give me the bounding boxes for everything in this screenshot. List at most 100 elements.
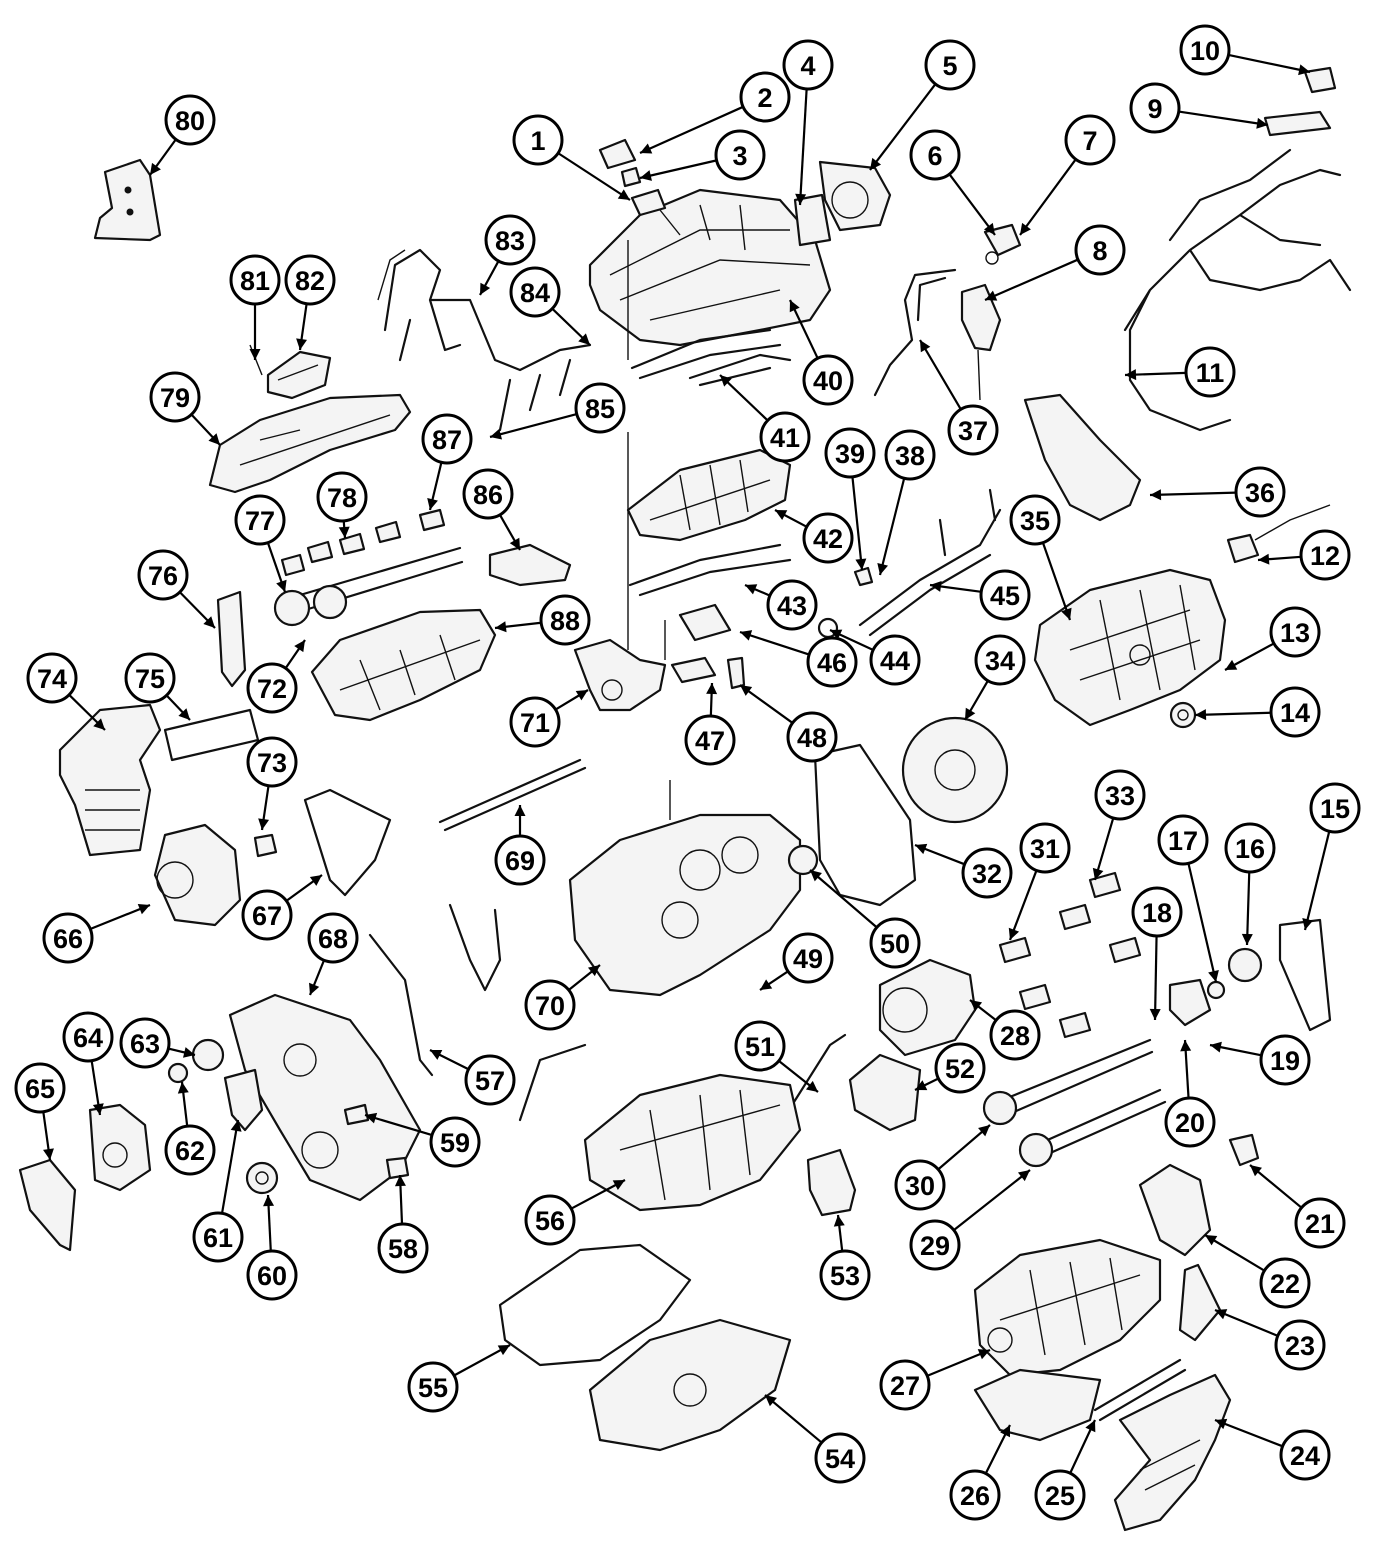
- leader-arrowhead-85: [490, 428, 503, 440]
- callout-59: 59: [429, 1116, 481, 1168]
- callout-86: 86: [462, 468, 514, 520]
- leader-arrowhead-38: [877, 562, 889, 575]
- part-fuel-rail: [858, 488, 1002, 637]
- part-throttle-gasket: [793, 193, 832, 247]
- leader-arrowhead-10: [1298, 64, 1310, 76]
- callout-circle-24: [1279, 1429, 1331, 1481]
- part-flywheel: [901, 716, 1009, 824]
- part-cylinder-head-right-lower: [973, 1238, 1162, 1377]
- part-cylinder-head-right: [1033, 568, 1227, 727]
- callout-circle-15: [1309, 782, 1361, 834]
- callout-circle-45: [979, 569, 1031, 621]
- callout-circle-60: [246, 1249, 298, 1301]
- callout-62: 62: [164, 1124, 216, 1176]
- leader-arrowhead-62: [177, 1082, 189, 1094]
- callout-5: 5: [924, 39, 976, 91]
- part-ignition-coil-pack: [266, 350, 332, 400]
- callout-55: 55: [407, 1361, 459, 1413]
- leader-arrowhead-61: [230, 1120, 242, 1132]
- callout-number-61: 61: [203, 1223, 233, 1253]
- leader-arrowhead-34: [965, 707, 976, 720]
- callout-6: 6: [909, 129, 961, 181]
- callout-circle-20: [1164, 1096, 1216, 1148]
- callout-number-54: 54: [825, 1444, 855, 1474]
- leader-arrowhead-8: [985, 290, 998, 301]
- callout-23: 23: [1274, 1319, 1326, 1371]
- leader-line-14: [1194, 711, 1272, 717]
- callout-number-75: 75: [135, 664, 165, 694]
- callout-51: 51: [734, 1020, 786, 1072]
- callout-number-37: 37: [958, 416, 988, 446]
- part-cylinder-head-left: [310, 608, 497, 722]
- leader-arrowhead-35: [1061, 607, 1072, 620]
- leader-arrowhead-70: [587, 965, 600, 977]
- callout-number-60: 60: [257, 1261, 287, 1291]
- callout-73: 73: [246, 736, 298, 788]
- callout-85: 85: [574, 382, 626, 434]
- leader-arrowhead-33: [1092, 867, 1104, 880]
- callout-number-28: 28: [1000, 1021, 1030, 1051]
- callout-number-51: 51: [745, 1032, 775, 1062]
- callout-number-65: 65: [25, 1074, 55, 1104]
- callout-number-36: 36: [1245, 478, 1275, 508]
- callout-number-86: 86: [473, 480, 503, 510]
- callout-24: 24: [1279, 1429, 1331, 1481]
- callout-circle-42: [802, 512, 854, 564]
- callout-circle-56: [524, 1194, 576, 1246]
- callout-circle-78: [316, 471, 368, 523]
- callout-41: 41: [759, 411, 811, 463]
- callout-circle-31: [1019, 822, 1071, 874]
- part-exhaust-manifold-right: [1113, 1373, 1232, 1532]
- callout-circle-67: [241, 889, 293, 941]
- callout-circle-81: [229, 254, 281, 306]
- callout-29: 29: [909, 1219, 961, 1271]
- leader-line-39: [851, 476, 864, 571]
- callout-number-38: 38: [895, 441, 925, 471]
- callout-number-21: 21: [1305, 1209, 1335, 1239]
- callout-number-8: 8: [1092, 236, 1107, 266]
- leader-arrowhead-4: [795, 193, 807, 205]
- callout-circle-43: [766, 579, 818, 631]
- leader-arrowhead-67: [309, 875, 322, 886]
- callout-circle-58: [377, 1222, 429, 1274]
- leader-line-17: [1187, 863, 1218, 983]
- callout-39: 39: [824, 427, 876, 479]
- callout-number-15: 15: [1320, 794, 1350, 824]
- callout-circle-29: [909, 1219, 961, 1271]
- callout-circle-7: [1064, 114, 1116, 166]
- callout-circle-59: [429, 1116, 481, 1168]
- callout-circle-28: [989, 1009, 1041, 1061]
- callout-circle-44: [869, 634, 921, 686]
- callout-circle-55: [407, 1361, 459, 1413]
- leader-arrowhead-82: [296, 338, 308, 350]
- callout-number-72: 72: [257, 674, 287, 704]
- callout-number-58: 58: [388, 1234, 418, 1264]
- callout-33: 33: [1094, 769, 1146, 821]
- callout-number-4: 4: [800, 51, 815, 81]
- leader-arrowhead-65: [43, 1148, 54, 1160]
- part-timing-cover-right: [1023, 393, 1142, 522]
- callout-7: 7: [1064, 114, 1116, 166]
- leader-arrowhead-14: [1195, 709, 1207, 721]
- callout-11: 11: [1184, 346, 1236, 398]
- callout-36: 36: [1234, 466, 1286, 518]
- callout-66: 66: [42, 912, 94, 964]
- leader-line-21: [1249, 1164, 1303, 1209]
- leader-arrowhead-72: [294, 640, 305, 653]
- callout-number-81: 81: [240, 266, 270, 296]
- callout-circle-64: [62, 1011, 114, 1063]
- callout-number-13: 13: [1280, 618, 1310, 648]
- callout-22: 22: [1259, 1257, 1311, 1309]
- callout-4: 4: [782, 39, 834, 91]
- callout-number-35: 35: [1020, 506, 1050, 536]
- callout-12: 12: [1299, 529, 1351, 581]
- callout-circle-25: [1034, 1469, 1086, 1521]
- callout-circle-23: [1274, 1319, 1326, 1371]
- callout-circle-88: [539, 594, 591, 646]
- callout-77: 77: [234, 494, 286, 546]
- callout-circle-47: [684, 714, 736, 766]
- callout-number-42: 42: [813, 524, 843, 554]
- leader-line-54: [764, 1394, 823, 1444]
- leader-arrowhead-74: [93, 718, 105, 730]
- callout-number-18: 18: [1142, 898, 1172, 928]
